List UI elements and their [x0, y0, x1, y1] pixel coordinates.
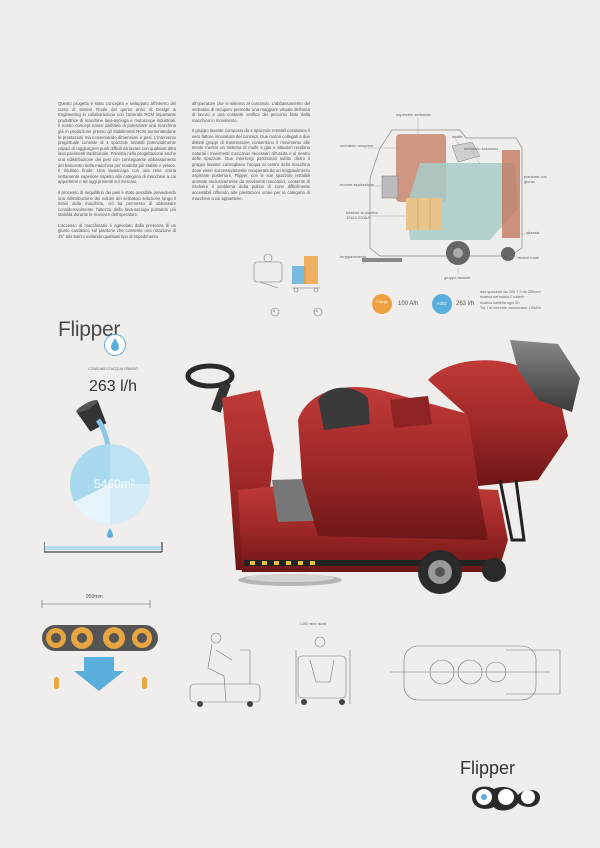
- label-tergi: tergipavimento: [340, 254, 367, 259]
- label-recupero: serbatoio recupero: [340, 143, 374, 148]
- technical-drawings: 1.000 minor nuclei: [180, 620, 590, 720]
- spec-item: ricarica serbatoio 2 volte/h: [480, 295, 525, 300]
- cutaway-diagram: coperchio serbatoio serbatoio recupero s…: [340, 108, 547, 283]
- cutaway-drawing: [361, 118, 530, 274]
- sketch-label-b: b: [316, 309, 318, 313]
- stats-row: Energy 100 A/h H2O 263 l/h: [352, 290, 552, 320]
- paragraph: all'operatore che si sistema al comando.…: [192, 101, 310, 123]
- width-dimension: [40, 596, 152, 610]
- sketch-drawings: [253, 253, 323, 317]
- label-chassis: chassis: [526, 230, 540, 235]
- paragraph: Il gruppo lavante composto da 4 spazzole…: [192, 128, 310, 201]
- specs-list: due spazzole da 300 + 2 da 250mm ricaric…: [480, 290, 580, 312]
- description-column-1: Questo progetto è stato concepito e svil…: [58, 101, 176, 245]
- label-soluzione: serbatoio soluzione: [464, 146, 499, 151]
- paragraph: Il processo di riequilibrio dei pesi è s…: [58, 189, 176, 218]
- consumption-value: 263 l/h: [88, 378, 138, 395]
- area-value: 5460m²: [94, 477, 135, 491]
- water-icon: H2O: [432, 294, 452, 314]
- label-motori: motori ruote: [518, 255, 540, 260]
- consumption-label: CONSUMO D'ACQUA ORARIO: [88, 367, 138, 371]
- ergonomic-sketches: a b: [248, 248, 328, 320]
- label-batterie: batterie al piombo 12x24 200A/h: [346, 210, 378, 220]
- energy-value: 100 A/h: [398, 301, 419, 307]
- drawing-label: 1.000 minor nuclei: [300, 622, 327, 626]
- paragraph: Questo progetto è stato concepito e svil…: [58, 101, 176, 185]
- machine-render: [178, 340, 588, 602]
- water-coverage-graphic: [43, 398, 164, 568]
- energy-icon-label: Energy: [376, 300, 388, 304]
- water-drop-icon: [104, 334, 126, 356]
- battery-icon: Energy: [372, 294, 392, 314]
- spec-item: ricarica batterie ogni 2h: [480, 300, 520, 305]
- sketch-label-a: a: [273, 309, 275, 313]
- label-piantone: piantone con giunto: [524, 174, 547, 184]
- water-icon-label: H2O: [437, 301, 447, 306]
- spec-item: due spazzole da 300 + 2 da 250mm: [480, 290, 541, 294]
- label-motore: motore aspirazione: [340, 182, 375, 187]
- label-coperchio: coperchio serbatoio: [396, 112, 431, 117]
- brand-title: Flipper: [58, 318, 121, 341]
- water-value: 263 l/h: [456, 301, 475, 307]
- description-column-2: all'operatore che si sistema al comando.…: [192, 101, 310, 206]
- brand-logo-mark: [470, 775, 542, 815]
- brand-logo-text: Flipper: [460, 758, 516, 778]
- label-gruppo: gruppo lavante: [444, 275, 471, 280]
- paragraph: L'accesso al macchinario è agevolato dal…: [58, 222, 176, 240]
- width-label: 950mm: [86, 594, 103, 600]
- label-sedile: sedile: [452, 134, 463, 139]
- spec-item: Tot. l di corrente consumata: 100A/h: [480, 306, 541, 311]
- brush-layout-graphic: [42, 617, 158, 707]
